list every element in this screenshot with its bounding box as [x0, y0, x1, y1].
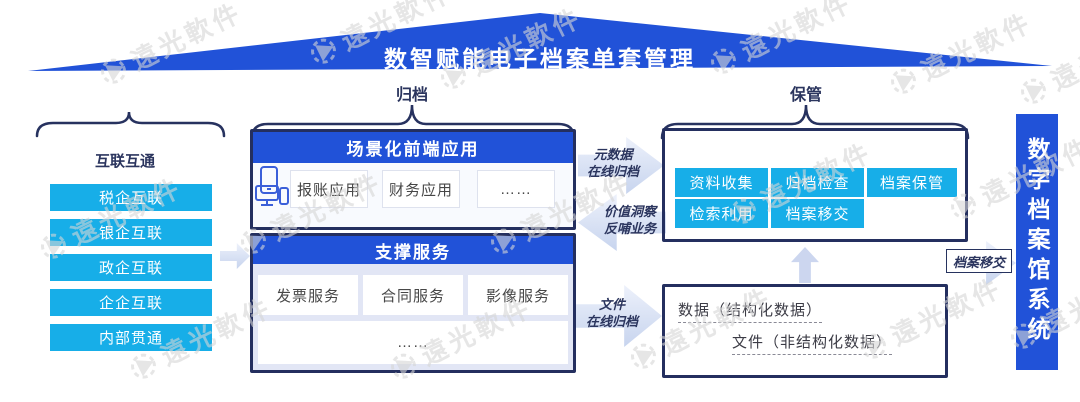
data-to-process-arrow — [791, 247, 819, 283]
watermark-text: 遠光軟件 — [916, 6, 1038, 87]
tablet-icon — [260, 166, 278, 194]
watermark-text: 遠光軟件 — [1046, 16, 1080, 97]
left-item-bank: 银企互联 — [50, 219, 212, 246]
process-item-retrieve: 检索利用 — [675, 199, 768, 228]
watermark-text: 遠光軟件 — [126, 0, 248, 77]
front-app-box — [250, 129, 576, 230]
digital-archive-system-box: 数字档案馆系统 — [1016, 114, 1058, 370]
left-section-label: 互联互通 — [94, 153, 155, 170]
data-line-structured: 数据（结构化数据） — [678, 299, 823, 323]
left-item-gov: 政企互联 — [50, 254, 212, 281]
watermark: 遠光軟件 — [1010, 12, 1080, 115]
service-item-image: 影像服务 — [468, 275, 568, 315]
service-item-more: …… — [258, 321, 568, 364]
insight-back-label: 价值洞察 反哺业务 — [603, 204, 656, 236]
file-archive-label: 文件 在线归档 — [585, 297, 638, 329]
left-item-tax: 税企互联 — [50, 184, 212, 211]
left-item-enterprise: 企企互联 — [50, 289, 212, 316]
left-to-middle-arrow — [220, 243, 250, 269]
process-item-check: 归档检查 — [771, 168, 864, 197]
watermark: 遠光軟件 — [90, 0, 248, 95]
watermark-logo-icon — [1020, 78, 1046, 104]
devices-icon — [255, 185, 289, 206]
process-item-keep: 档案保管 — [867, 168, 957, 197]
service-item-invoice: 发票服务 — [258, 275, 358, 315]
service-item-contract: 合同服务 — [363, 275, 463, 315]
watermark: 遠光軟件 — [880, 2, 1038, 105]
transfer-label: 档案移交 — [946, 249, 1012, 273]
process-item-transfer: 档案移交 — [771, 199, 864, 228]
data-line-unstructured: 文件（非结构化数据） — [732, 331, 893, 355]
app-item-reimbursement: 报账应用 — [290, 170, 368, 208]
front-app-header: 场景化前端应用 — [253, 132, 573, 163]
diagram-title: 数智赋能电子档案单套管理 — [384, 46, 696, 72]
app-item-more: …… — [477, 170, 555, 208]
stage-label-middle: 归档 — [395, 87, 428, 104]
watermark-logo-icon — [100, 58, 126, 84]
meta-archive-label: 元数据 在线归档 — [586, 147, 639, 179]
data-box — [662, 284, 948, 378]
stage-label-right: 保管 — [789, 87, 822, 104]
left-brace — [35, 111, 226, 138]
process-item-collect: 资料收集 — [675, 168, 768, 197]
support-header: 支撑服务 — [253, 236, 573, 264]
watermark-logo-icon — [890, 68, 916, 94]
left-item-internal: 内部贯通 — [50, 324, 212, 351]
archive-process-box — [662, 128, 968, 242]
app-item-finance: 财务应用 — [382, 170, 460, 208]
